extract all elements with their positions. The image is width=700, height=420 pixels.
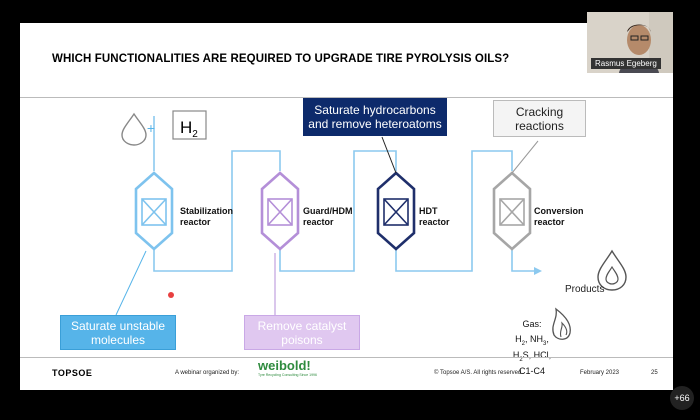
participants-count-button[interactable]: +66 <box>670 386 694 410</box>
weibold-tagline: Tyre Recycling Consulting Since 1996 <box>258 373 317 377</box>
organized-by-text: A webinar organized by: <box>175 370 240 376</box>
products-label: Products <box>565 284 605 295</box>
cracking-box-line1: Cracking <box>515 104 564 119</box>
h2-box <box>172 110 207 140</box>
speaker-name-label: Rasmus Egeberg <box>591 58 661 69</box>
oil-drop-icon <box>121 112 147 146</box>
plus-icon: + <box>147 120 155 136</box>
reactor-stabilization <box>134 171 174 251</box>
topsoe-logo: TOPSOE <box>52 368 93 378</box>
pipe-1 <box>153 150 281 272</box>
stabilization-connector <box>115 250 147 316</box>
slide-date: February 2023 <box>580 370 620 376</box>
cracking-box-line2: reactions <box>515 118 564 133</box>
pointer-dot <box>168 292 174 298</box>
hdt-connector <box>381 136 397 174</box>
h2-label: H2 <box>180 118 198 140</box>
hdt-box-line1: Saturate hydrocarbons <box>314 103 436 117</box>
products-drop-icon <box>597 249 627 291</box>
slide-page-number: 25 <box>651 370 658 376</box>
poisons-box-line2: poisons <box>281 332 323 347</box>
saturate-box-line1: Saturate unstable <box>70 318 166 333</box>
process-diagram: + H2 <box>115 110 627 340</box>
reactor-conversion <box>492 171 532 251</box>
footer-divider <box>20 357 673 358</box>
conversion-connector <box>511 140 539 174</box>
weibold-logo: weibold! <box>258 358 311 373</box>
slide-title: WHICH FUNCTIONALITIES ARE REQUIRED TO UP… <box>52 53 510 65</box>
reactor-guard <box>260 171 300 251</box>
outlet-arrow-head <box>534 267 542 275</box>
pipe-out <box>511 249 538 272</box>
title-divider <box>20 97 673 98</box>
gas-flame-icon <box>552 307 571 340</box>
presentation-slide: WHICH FUNCTIONALITIES ARE REQUIRED TO UP… <box>20 23 673 390</box>
saturate-box-line2: molecules <box>90 332 145 347</box>
hdt-box-line2: and remove heteroatoms <box>308 117 442 131</box>
poisons-box-line1: Remove catalyst <box>257 318 347 333</box>
flow-line <box>153 116 538 272</box>
reactor-hdt <box>376 171 416 251</box>
pipe-2 <box>279 150 397 272</box>
copyright-text: © Topsoe A/S. All rights reserved. <box>434 370 524 376</box>
gas-composition: Gas: H2, NH3, H2S, HCl, C1-C4 <box>501 319 563 377</box>
gas-heading: Gas: <box>522 319 542 329</box>
pipe-3 <box>395 150 513 272</box>
